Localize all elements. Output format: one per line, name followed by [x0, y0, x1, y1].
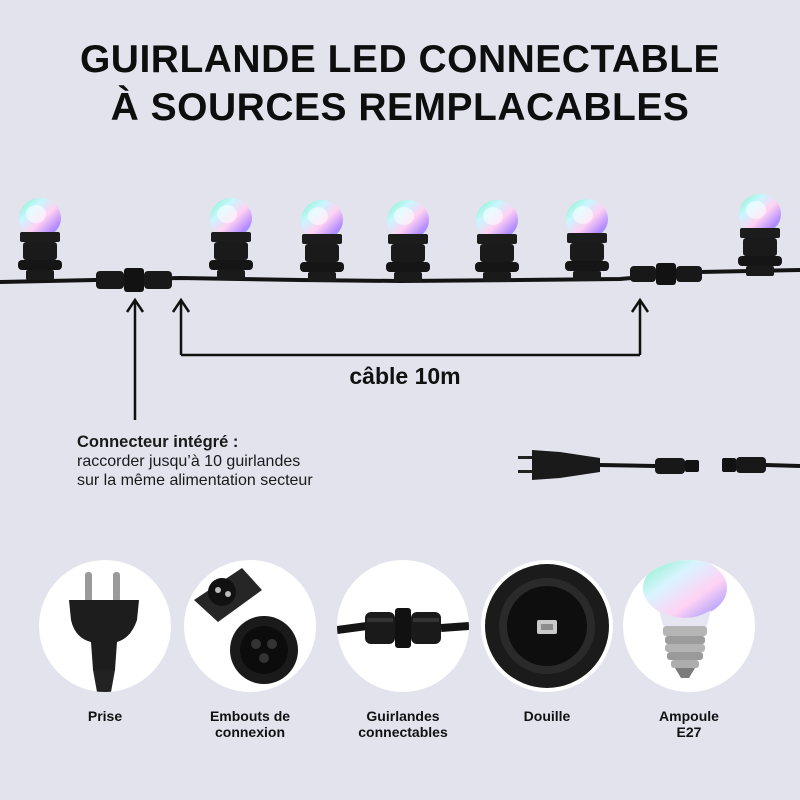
lamp-4	[386, 200, 430, 282]
cable-length-label: câble 10m	[349, 363, 461, 389]
feature-ampoule: Ampoule E27	[619, 560, 759, 740]
lamp-2	[209, 198, 253, 280]
power-cord-illustration	[518, 450, 800, 480]
page-title: GUIRLANDE LED CONNECTABLE À SOURCES REMP…	[0, 36, 800, 132]
lamp-3	[300, 200, 344, 282]
title-line-2: À SOURCES REMPLACABLES	[110, 86, 690, 129]
inline-connector-right	[630, 263, 702, 285]
feature-guirlandes: Guirlandes connectables	[333, 560, 473, 740]
feature-label: Prise	[87, 708, 123, 724]
feature-list: Prise Embouts de connexion	[0, 560, 800, 800]
feature-label: Douille	[523, 708, 571, 724]
connector-arrow	[125, 297, 145, 420]
bulb-e27-icon	[623, 560, 755, 692]
feature-embouts: Embouts de connexion	[180, 560, 320, 740]
lamp-7	[738, 194, 782, 276]
cable-length-arrow	[171, 297, 650, 357]
connector-end-icon	[184, 560, 316, 692]
string-light-illustration	[0, 194, 800, 480]
linked-connector-icon	[337, 560, 469, 692]
lamp-6	[565, 199, 609, 281]
feature-douille: Douille	[477, 560, 617, 724]
connector-note: Connecteur intégré : raccorder jusqu’à 1…	[77, 433, 437, 490]
lamp-1	[18, 198, 62, 280]
socket-icon	[481, 560, 613, 692]
connector-note-line-1: raccorder jusqu’à 10 guirlandes	[77, 453, 301, 470]
title-line-1: GUIRLANDE LED CONNECTABLE	[79, 38, 721, 81]
connector-note-heading: Connecteur intégré :	[77, 433, 239, 451]
feature-label: Embouts de connexion	[209, 708, 291, 740]
connector-note-line-2: sur la même alimentation secteur	[77, 472, 313, 489]
plug-icon	[39, 560, 171, 692]
feature-label: Ampoule E27	[659, 708, 719, 740]
lamp-5	[475, 200, 519, 282]
inline-connector-left	[96, 268, 172, 292]
feature-label: Guirlandes connectables	[358, 708, 448, 740]
feature-prise: Prise	[35, 560, 175, 724]
